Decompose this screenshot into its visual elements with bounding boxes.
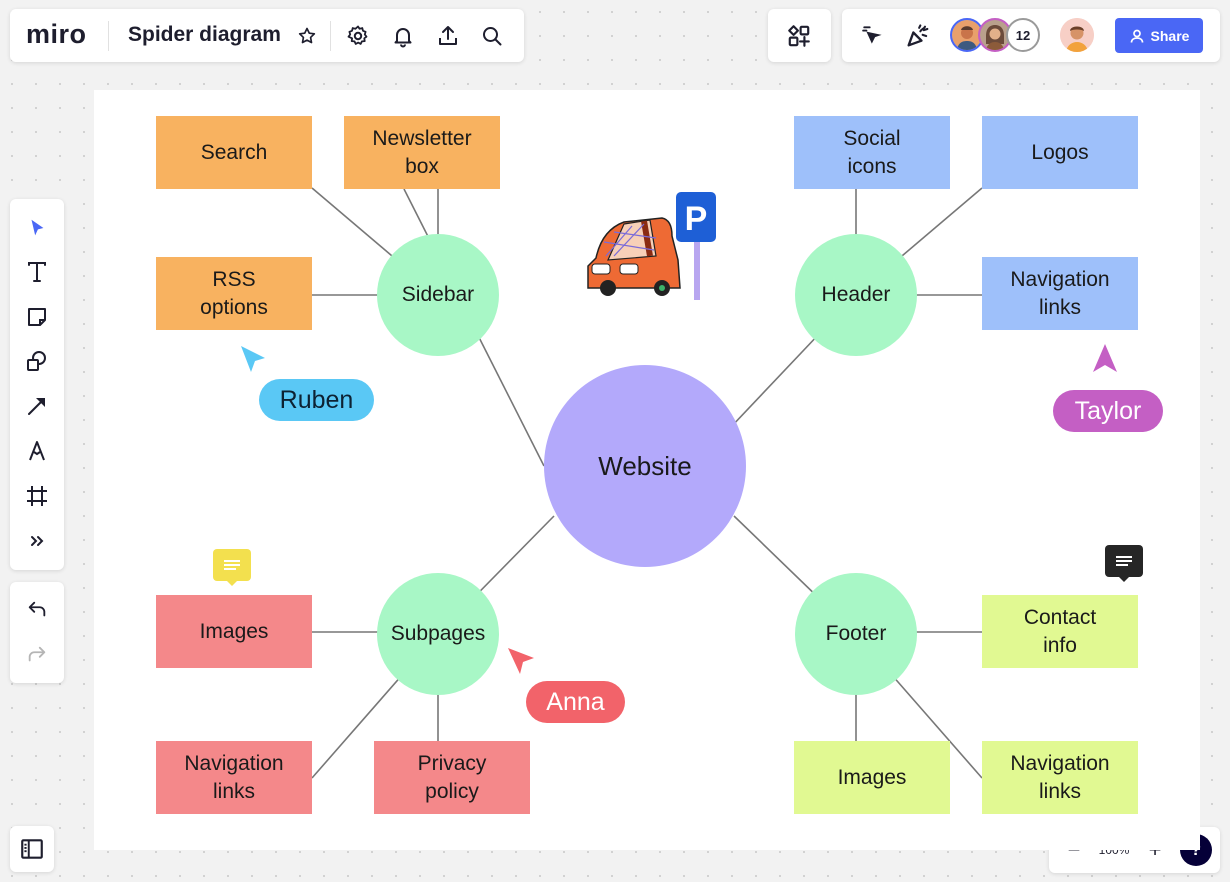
node-label: Header bbox=[821, 283, 891, 306]
notifications-bell-icon[interactable] bbox=[389, 22, 417, 50]
leaf-node-header-navigation-links[interactable]: Navigation links bbox=[982, 257, 1138, 330]
settings-gear-icon[interactable] bbox=[344, 22, 372, 50]
apps-add-icon[interactable] bbox=[784, 22, 814, 50]
node-label: Subpages bbox=[390, 622, 486, 645]
export-upload-icon[interactable] bbox=[434, 22, 462, 50]
comment-pointer bbox=[1118, 576, 1130, 582]
center-node-website[interactable]: Website bbox=[544, 365, 746, 567]
node-label: icons bbox=[847, 154, 897, 178]
collaborator-count-badge[interactable]: 12 bbox=[1006, 18, 1040, 52]
node-label: Navigation bbox=[1010, 751, 1110, 775]
board-toolbar: miro Spider diagram bbox=[10, 9, 524, 62]
collaborator-count: 12 bbox=[1015, 27, 1031, 43]
collaborator-avatar[interactable] bbox=[978, 18, 1012, 52]
connection-line-icon[interactable] bbox=[23, 392, 51, 420]
leaf-node-rss-options[interactable]: RSS options bbox=[156, 257, 312, 330]
node-label: links bbox=[1038, 295, 1081, 319]
leaf-node-footer-navigation-links[interactable]: Navigation links bbox=[982, 741, 1138, 814]
node-label: Website bbox=[598, 451, 692, 481]
svg-text:P: P bbox=[685, 200, 708, 238]
hub-node-sidebar[interactable]: Sidebar bbox=[377, 234, 499, 356]
leaf-node-subpages-navigation-links[interactable]: Navigation links bbox=[156, 741, 312, 814]
node-label: box bbox=[405, 154, 439, 178]
user-icon bbox=[1130, 29, 1143, 43]
anna-cursor-icon bbox=[506, 646, 536, 683]
celebrate-icon[interactable] bbox=[903, 22, 933, 50]
shapes-icon[interactable] bbox=[23, 347, 51, 375]
history-toolbar bbox=[10, 582, 64, 683]
node-label: Search bbox=[200, 140, 268, 164]
board-title[interactable]: Spider diagram bbox=[128, 23, 281, 46]
leaf-node-privacy-policy[interactable]: Privacy policy bbox=[374, 741, 530, 814]
more-tools-chevrons-icon[interactable] bbox=[23, 527, 51, 555]
current-user-avatar[interactable] bbox=[1060, 18, 1094, 52]
miro-logo[interactable]: miro bbox=[26, 19, 87, 49]
anna-cursor-label: Anna bbox=[526, 681, 625, 723]
node-label: Social bbox=[843, 126, 901, 150]
pen-tool-icon[interactable] bbox=[23, 437, 51, 465]
node-label: Images bbox=[199, 619, 269, 643]
frame-tool-icon[interactable] bbox=[23, 482, 51, 510]
leaf-node-newsletter-box[interactable]: Newsletter box bbox=[344, 116, 500, 189]
node-label: Privacy bbox=[417, 751, 487, 775]
node-label: links bbox=[212, 779, 255, 803]
creation-toolbar bbox=[10, 199, 64, 570]
share-button[interactable]: Share bbox=[1115, 18, 1203, 53]
select-pointer-icon[interactable] bbox=[23, 214, 51, 242]
node-label: Sidebar bbox=[401, 283, 475, 306]
node-label: Images bbox=[837, 765, 907, 789]
leaf-node-subpages-images[interactable]: Images bbox=[156, 595, 312, 668]
share-label: Share bbox=[1150, 27, 1190, 44]
leaf-node-logos[interactable]: Logos bbox=[982, 116, 1138, 189]
toolbar-divider bbox=[330, 21, 331, 51]
node-label: options bbox=[200, 295, 268, 319]
node-label: Logos bbox=[1031, 140, 1089, 164]
search-icon[interactable] bbox=[478, 22, 506, 50]
node-label: Footer bbox=[825, 622, 887, 645]
node-label: info bbox=[1043, 633, 1077, 657]
redo-icon[interactable] bbox=[23, 641, 51, 669]
apps-panel bbox=[768, 9, 831, 62]
follow-cursor-icon[interactable] bbox=[860, 22, 888, 50]
taylor-cursor-label: Taylor bbox=[1053, 390, 1163, 432]
toolbar-divider bbox=[108, 21, 109, 51]
board-frame[interactable]: Website Sidebar Header Subpages Footer S… bbox=[94, 90, 1200, 850]
leaf-node-search[interactable]: Search bbox=[156, 116, 312, 189]
collaboration-panel: 12 Share bbox=[842, 9, 1220, 62]
comment-icon[interactable] bbox=[213, 549, 251, 581]
hub-node-subpages[interactable]: Subpages bbox=[377, 573, 499, 695]
collaborator-avatar[interactable] bbox=[950, 18, 984, 52]
comment-pointer bbox=[226, 580, 238, 586]
sticky-note-icon[interactable] bbox=[23, 303, 51, 331]
node-label: links bbox=[1038, 779, 1081, 803]
node-label: Navigation bbox=[1010, 267, 1110, 291]
star-icon[interactable] bbox=[295, 24, 319, 48]
node-label: Contact bbox=[1023, 605, 1097, 629]
sidebar-panel-icon[interactable] bbox=[18, 835, 46, 863]
node-label: Newsletter bbox=[372, 126, 472, 150]
leaf-node-contact-info[interactable]: Contact info bbox=[982, 595, 1138, 668]
undo-icon[interactable] bbox=[23, 596, 51, 624]
text-tool-icon[interactable] bbox=[23, 258, 51, 286]
ruben-cursor-icon bbox=[238, 343, 268, 380]
ruben-cursor-label: Ruben bbox=[259, 379, 374, 421]
car-parking-sticker[interactable]: P bbox=[584, 190, 720, 300]
node-label: RSS bbox=[212, 267, 256, 291]
node-label: policy bbox=[425, 779, 479, 803]
leaf-node-footer-images[interactable]: Images bbox=[794, 741, 950, 814]
comment-icon[interactable] bbox=[1105, 545, 1143, 577]
hub-node-footer[interactable]: Footer bbox=[795, 573, 917, 695]
hub-node-header[interactable]: Header bbox=[795, 234, 917, 356]
taylor-cursor-icon bbox=[1090, 342, 1120, 379]
panel-toggle bbox=[10, 826, 54, 872]
node-label: Navigation bbox=[184, 751, 284, 775]
leaf-node-social-icons[interactable]: Social icons bbox=[794, 116, 950, 189]
